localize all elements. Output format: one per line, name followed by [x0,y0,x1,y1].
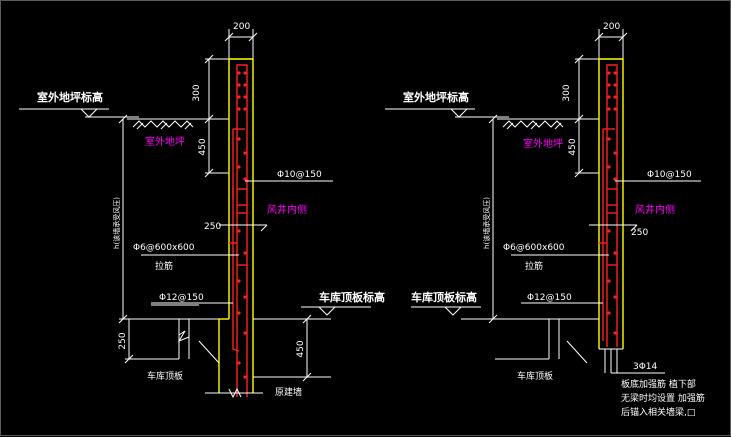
right-vertical-dimensions [488,54,599,324]
right-outdoor-ground-label: 室外地坪 [523,137,563,150]
left-dim-250-low: 250 [118,332,128,349]
right-ground-hatch [497,118,599,130]
left-slab [177,319,263,399]
left-ground-hatch [127,118,229,130]
right-lajin-label: 拉筋 [525,260,543,272]
right-leaders [511,180,701,304]
left-rebar-c: Φ12@150 [159,293,204,303]
right-garage-roof-label: 车库顶板 [517,370,553,382]
left-outdoor-ground-label: 室外地坪 [145,135,185,148]
right-dim-width: 200 [603,22,620,32]
left-leaders [141,180,333,306]
right-garage-level-marker [411,306,599,364]
right-rebar-d: 3Φ14 [633,362,658,372]
left-dim-250-mid: 250 [204,222,221,232]
right-rebar-c: Φ12@150 [527,293,572,303]
left-vertical-dimensions [118,54,229,364]
left-dim-top: 300 [192,84,202,101]
right-rebar-a: Φ10@150 [647,170,692,180]
right-outdoor-level-label: 室外地坪标高 [403,90,469,104]
left-garage-level-label: 车库顶板标高 [319,290,385,304]
right-note-line3: 后锚入相关墙梁,□ [621,406,695,418]
left-outdoor-level-marker [19,108,139,118]
left-outdoor-level-label: 室外地坪标高 [37,90,103,104]
right-dowels [599,348,623,373]
right-note-line1: 板底加强筋 植下部 [621,378,696,390]
right-dim-450-top: 450 [568,138,578,155]
right-dim-250-mid: 250 [631,228,648,238]
left-lajin-label: 拉筋 [155,260,173,272]
left-rebar-a: Φ10@150 [277,170,322,180]
right-note-line2: 无梁时均设置 加强筋 [621,392,705,404]
left-width-dimension [224,29,258,59]
right-shaft-side-label: 风井内侧 [635,203,675,216]
left-rebar-b: Φ6@600x600 [133,243,195,253]
left-shaft-side-label: 风井内侧 [267,203,307,216]
right-dim-top: 300 [562,84,572,101]
left-dim-450-low: 450 [296,340,306,357]
left-garage-roof-label: 车库顶板 [147,370,183,382]
left-vertical-dim-label: h(该墙承受风压) [112,197,121,249]
left-original-wall-label: 原建墙 [275,386,302,398]
right-rebar-b: Φ6@600x600 [503,243,565,253]
left-rebar [229,64,248,397]
left-detail: 200 300 450 h(该墙承受风压) 250 [19,22,385,399]
right-outdoor-level-marker [385,108,509,118]
left-dim-450-top: 450 [198,138,208,155]
left-dim-width: 200 [233,22,250,32]
right-width-dimension [594,29,628,59]
right-garage-level-label: 车库顶板标高 [411,290,477,304]
right-vertical-dim-label: h(该墙承受风压) [482,197,491,249]
left-garage-level-marker [253,306,371,382]
right-detail: 200 300 450 h(该墙承受风压) 室外地坪标高 [385,22,705,418]
right-wall-outline [598,58,624,349]
left-wall-outline [218,58,254,393]
left-rebar-dots [237,71,247,379]
right-rebar-dots [607,71,617,335]
right-rebar [599,64,618,347]
